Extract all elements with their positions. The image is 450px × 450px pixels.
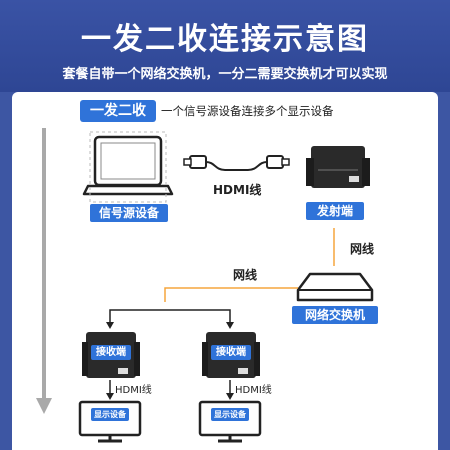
header-banner [0,0,450,92]
sender-device-icon [306,146,370,188]
hdmi-cable-icon [183,155,290,171]
page-title: 一发二收连接示意图 [81,22,369,57]
receiver-2-arrowhead [226,322,234,329]
receiver-2-label: 接收端 [211,345,251,360]
diagram-card [12,92,438,450]
hdmi-cable-label: HDMI线 [213,183,262,197]
vertical-guide-arrowhead [36,398,52,414]
network-switch-icon [296,272,374,302]
receiver-1-hdmi-label: HDMI线 [115,385,152,396]
mode-tag: 一发二收 [80,100,156,122]
sender-label: 发射端 [306,202,364,220]
laptop-icon [82,131,174,203]
receiver-distribution-line [109,309,231,322]
network-cable-label-right: 网线 [350,242,375,256]
display-1-label: 显示设备 [91,408,129,421]
network-cable-label-left: 网线 [233,268,258,282]
switch-to-receivers-link [164,287,298,302]
page-subtitle: 套餐自带一个网络交换机，一分二需要交换机才可以实现 [62,67,388,82]
display-2-label: 显示设备 [211,408,249,421]
display-2-arrowhead [226,393,234,400]
signal-source-label: 信号源设备 [90,204,168,222]
display-1-arrowhead [106,393,114,400]
receiver-1-arrowhead [106,322,114,329]
receiver-1-label: 接收端 [91,345,131,360]
mode-description: 一个信号源设备连接多个显示设备 [161,104,334,118]
switch-label: 网络交换机 [292,306,378,324]
receiver-2-hdmi-label: HDMI线 [235,385,272,396]
